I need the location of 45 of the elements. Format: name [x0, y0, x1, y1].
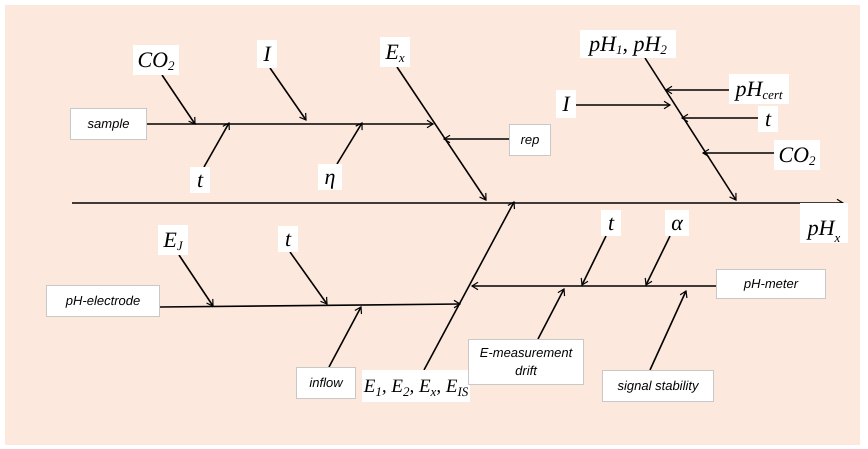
arrow — [269, 68, 307, 121]
arrow — [702, 148, 774, 158]
factor-label: η — [318, 164, 342, 190]
factor-label: α — [665, 210, 689, 236]
arrow — [423, 201, 516, 370]
arrow — [147, 120, 434, 128]
factor-label: pH$_{1}$, pH$_{2}$ — [580, 30, 676, 58]
factor-label: pH$_{x}$ — [800, 203, 848, 243]
arrow — [576, 100, 671, 110]
arrow — [471, 282, 716, 290]
factor-label: E$_{x}$ — [380, 37, 410, 67]
arrow — [665, 86, 729, 94]
factor-label: t — [190, 167, 210, 193]
factor-label: pH$_{cert}$ — [729, 74, 789, 104]
factor-label: CO$_{2}$ — [774, 140, 820, 170]
cause-box: pH-meter — [716, 269, 826, 299]
factor-label: E$_{1}$, E$_{2}$, E$_{x}$, E$_{IS}$ — [362, 370, 470, 402]
factor-label: I — [257, 40, 277, 68]
cause-box: inflow — [296, 367, 356, 399]
arrow — [580, 236, 607, 286]
factor-label: I — [556, 90, 576, 118]
arrow — [328, 306, 362, 368]
arrow — [681, 114, 758, 122]
arrow — [396, 66, 487, 201]
cause-box: pH-electrode — [46, 285, 160, 317]
factor-label: t — [278, 226, 298, 252]
cause-box: signal stability — [602, 370, 714, 402]
cause-box: sample — [70, 108, 147, 140]
cause-box: E-measurement drift — [468, 339, 584, 385]
factor-label: t — [601, 210, 621, 236]
arrow — [289, 252, 328, 305]
factor-label: t — [758, 106, 778, 132]
arrow — [649, 290, 688, 370]
arrow — [644, 58, 737, 201]
arrow — [336, 122, 363, 164]
arrow — [203, 122, 230, 168]
arrow — [644, 236, 671, 286]
arrow — [443, 134, 509, 144]
arrow — [160, 300, 461, 308]
arrow — [161, 74, 196, 125]
cause-box: rep — [509, 124, 551, 156]
factor-label: CO$_{2}$ — [133, 45, 179, 75]
arrow — [537, 288, 566, 340]
factor-label: E$_{J}$ — [158, 225, 188, 255]
arrow — [178, 254, 214, 307]
